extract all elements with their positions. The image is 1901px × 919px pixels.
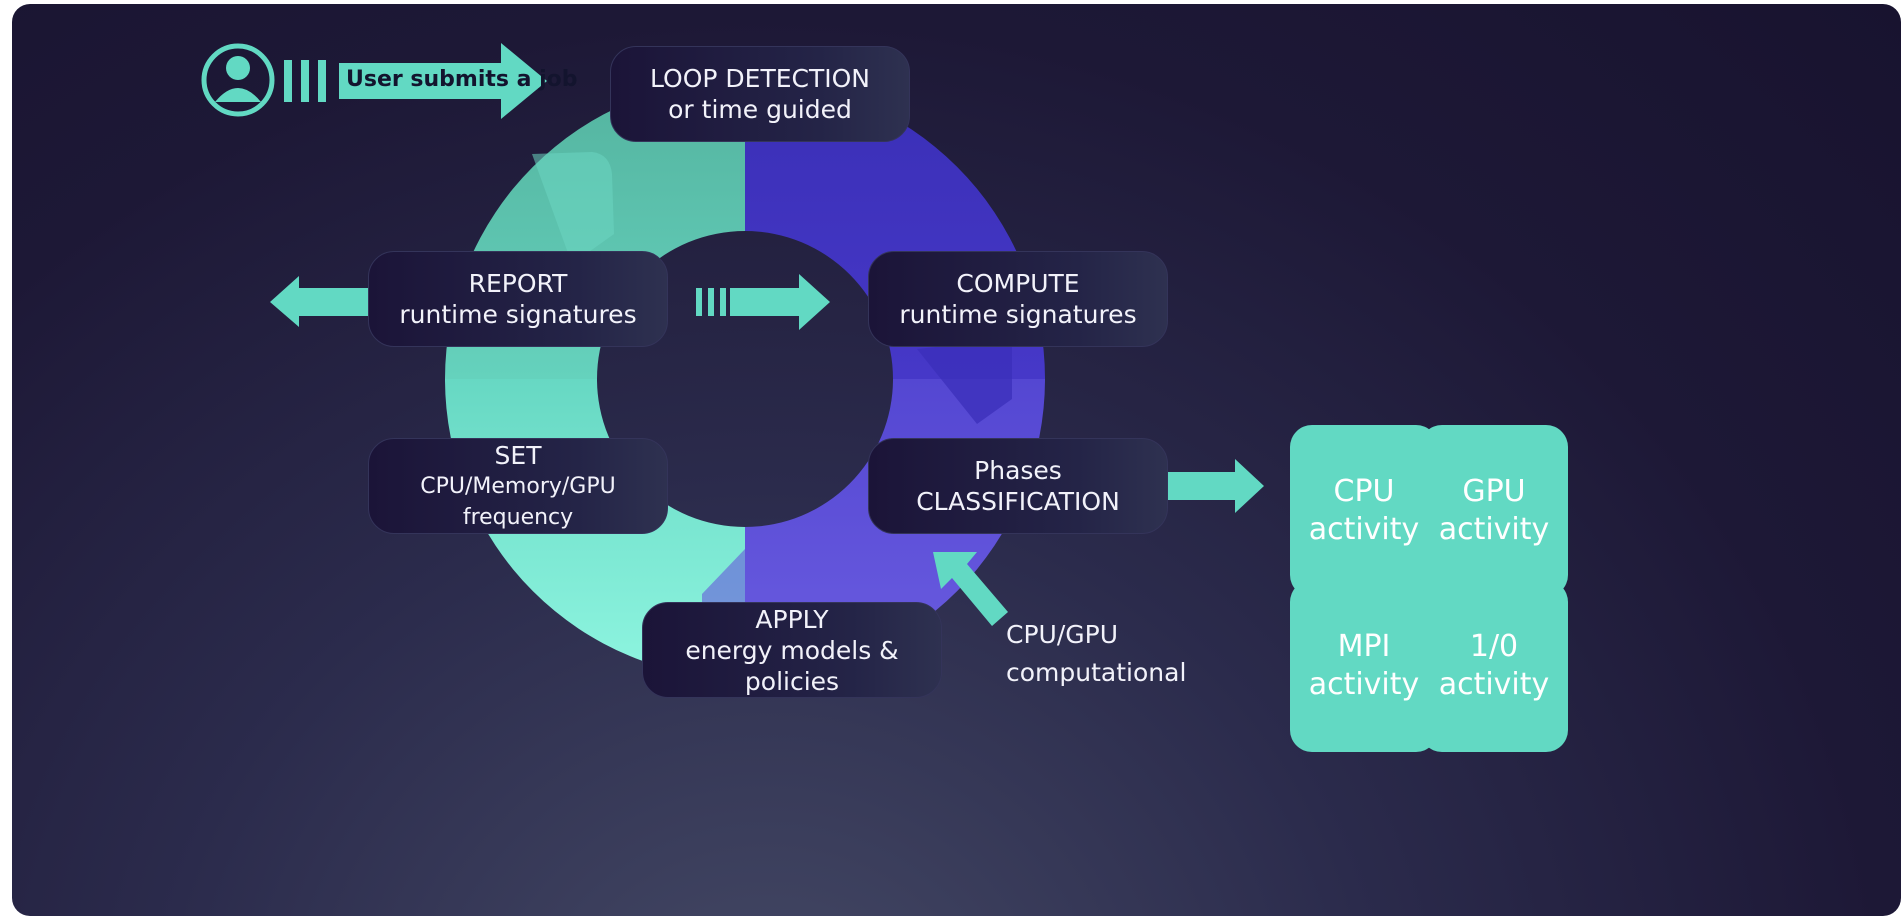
tile-subtitle: activity: [1308, 512, 1420, 547]
user-icon: [201, 43, 275, 117]
arrow-right-icon: [730, 274, 830, 330]
compute-title: COMPUTE: [956, 269, 1080, 298]
compute-box: COMPUTE runtime signatures: [868, 251, 1168, 347]
tile-title: CPU: [1333, 474, 1395, 509]
computational-line2: computational: [1006, 658, 1187, 687]
tile-subtitle: activity: [1438, 512, 1550, 547]
computational-line1: CPU/GPU: [1006, 620, 1118, 649]
phases-title: Phases: [974, 456, 1062, 485]
tile-title: 1/0: [1469, 629, 1519, 664]
apply-box: APPLY energy models & policies: [642, 602, 942, 698]
stripes-icon: [284, 60, 326, 102]
computational-label: CPU/GPU computational: [1006, 616, 1186, 692]
set-title: SET: [494, 440, 542, 470]
tile-subtitle: activity: [1438, 667, 1550, 702]
phases-subtitle: CLASSIFICATION: [916, 487, 1120, 516]
loop-detection-subtitle: or time guided: [668, 95, 852, 124]
tile-subtitle: activity: [1308, 667, 1420, 702]
mpi-activity-tile: MPI activity: [1290, 580, 1438, 752]
arrow-diagonal-icon: [933, 552, 1008, 626]
report-subtitle: runtime signatures: [399, 300, 637, 329]
cpu-activity-tile: CPU activity: [1290, 425, 1438, 597]
arrow-left-icon: [270, 276, 372, 327]
arrow-right-icon: [1167, 459, 1264, 513]
loop-detection-title: LOOP DETECTION: [649, 64, 870, 93]
phases-classification-box: Phases CLASSIFICATION: [868, 438, 1168, 534]
report-box: REPORT runtime signatures: [368, 251, 668, 347]
set-box: SET CPU/Memory/GPU frequency: [368, 438, 668, 534]
arrow-right-icon: [339, 43, 547, 119]
io-activity-tile: 1/0 activity: [1420, 580, 1568, 752]
report-title: REPORT: [468, 269, 568, 298]
submit-job-label: User submits a job: [346, 67, 578, 92]
tile-title: GPU: [1462, 474, 1526, 509]
apply-subtitle: energy models & policies: [685, 635, 899, 696]
gpu-activity-tile: GPU activity: [1420, 425, 1568, 597]
tile-title: MPI: [1337, 629, 1391, 664]
apply-title: APPLY: [755, 604, 829, 634]
stripes-icon: [696, 288, 726, 316]
loop-detection-box: LOOP DETECTION or time guided: [610, 46, 910, 142]
diagram-canvas: User submits a job LOOP DETECTION or tim…: [12, 4, 1901, 916]
compute-subtitle: runtime signatures: [899, 300, 1137, 329]
set-subtitle: CPU/Memory/GPU frequency: [420, 473, 616, 530]
